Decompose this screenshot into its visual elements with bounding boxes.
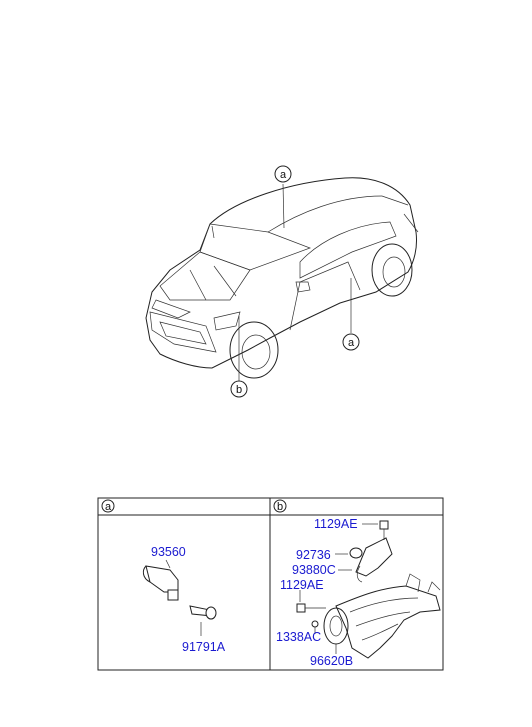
car-illustration (145, 177, 419, 379)
section-b-badge (273, 499, 287, 513)
part-92736: 92736 (296, 548, 331, 562)
section-a-drawing (142, 559, 217, 636)
part-91791A: 91791A (182, 640, 226, 654)
callout-a-top (274, 165, 292, 183)
car-callouts: a a b (230, 165, 360, 398)
section-b-drawing (296, 520, 441, 659)
part-1129AE-top: 1129AE (314, 517, 358, 531)
callout-b (230, 380, 248, 398)
parts-table: a b 93560 91791A (97, 497, 444, 671)
callout-b-label: b (236, 384, 242, 396)
section-a-badge (101, 499, 115, 513)
part-1338AC: 1338AC (276, 630, 321, 644)
callout-a-side-label: a (348, 337, 355, 349)
section-b-header: b (277, 501, 283, 513)
part-93560: 93560 (151, 545, 186, 559)
part-1129AE-mid: 1129AE (280, 578, 324, 592)
part-93880C: 93880C (292, 563, 336, 577)
section-a-header: a (105, 501, 112, 513)
callout-a-side (342, 333, 360, 351)
callout-a-top-label: a (280, 169, 287, 181)
part-96620B: 96620B (310, 654, 353, 668)
